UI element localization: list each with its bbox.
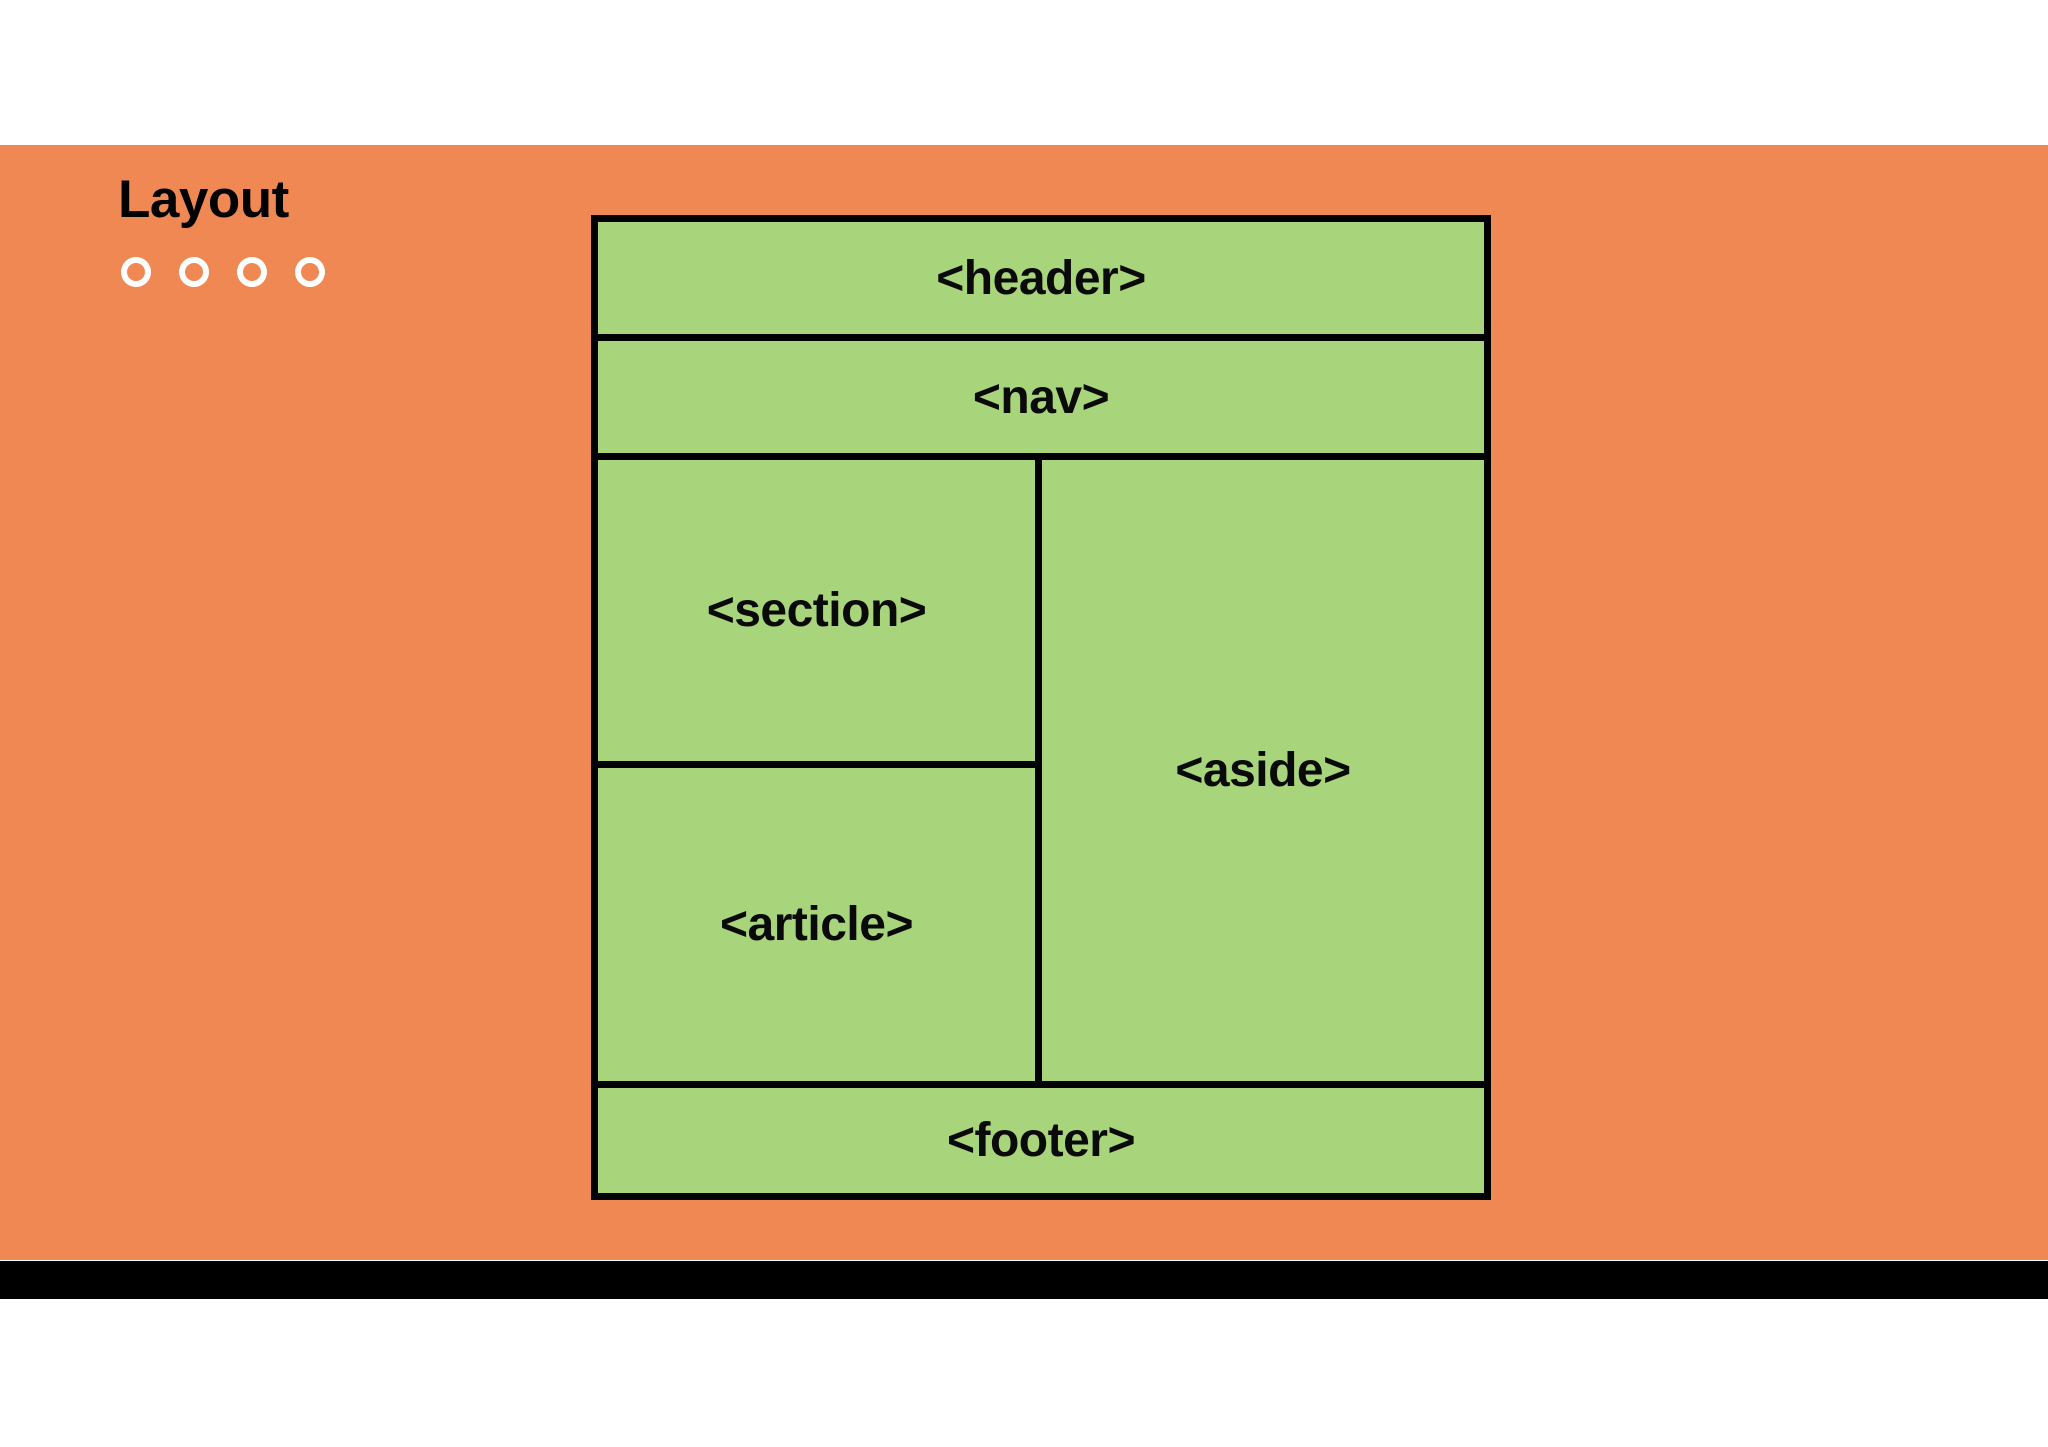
diagram-region-section: <section> bbox=[598, 460, 1035, 768]
diagram-region-footer: <footer> bbox=[598, 1081, 1484, 1193]
bottom-white-band bbox=[0, 1299, 2048, 1447]
diagram-region-nav: <nav> bbox=[598, 341, 1484, 460]
diagram-label-aside: <aside> bbox=[1175, 744, 1351, 797]
diagram-region-aside: <aside> bbox=[1042, 460, 1484, 1081]
diagram-label-footer: <footer> bbox=[946, 1114, 1136, 1167]
diagram-region-header: <header> bbox=[598, 222, 1484, 341]
pagination-dot-1[interactable] bbox=[121, 257, 151, 287]
pagination-dot-4[interactable] bbox=[295, 257, 325, 287]
diagram-region-article: <article> bbox=[598, 768, 1035, 1081]
page-title: Layout bbox=[118, 170, 289, 229]
title-block: Layout bbox=[118, 172, 638, 228]
pagination-dot-2[interactable] bbox=[179, 257, 209, 287]
slide-canvas: Layout <header> <nav> <section> bbox=[0, 145, 2048, 1260]
diagram-middle-band: <section> <article> <aside> bbox=[598, 460, 1484, 1081]
pagination-dot-3[interactable] bbox=[237, 257, 267, 287]
top-white-band bbox=[0, 0, 2048, 145]
diagram-left-column: <section> <article> bbox=[598, 460, 1042, 1081]
diagram-label-header: <header> bbox=[936, 251, 1146, 305]
diagram-label-section: <section> bbox=[706, 584, 927, 637]
bottom-black-band bbox=[0, 1261, 2048, 1299]
layout-diagram: <header> <nav> <section> <article> <asid… bbox=[591, 215, 1491, 1200]
pagination-dots[interactable] bbox=[121, 257, 325, 287]
diagram-label-article: <article> bbox=[720, 898, 913, 951]
diagram-label-nav: <nav> bbox=[972, 370, 1110, 424]
